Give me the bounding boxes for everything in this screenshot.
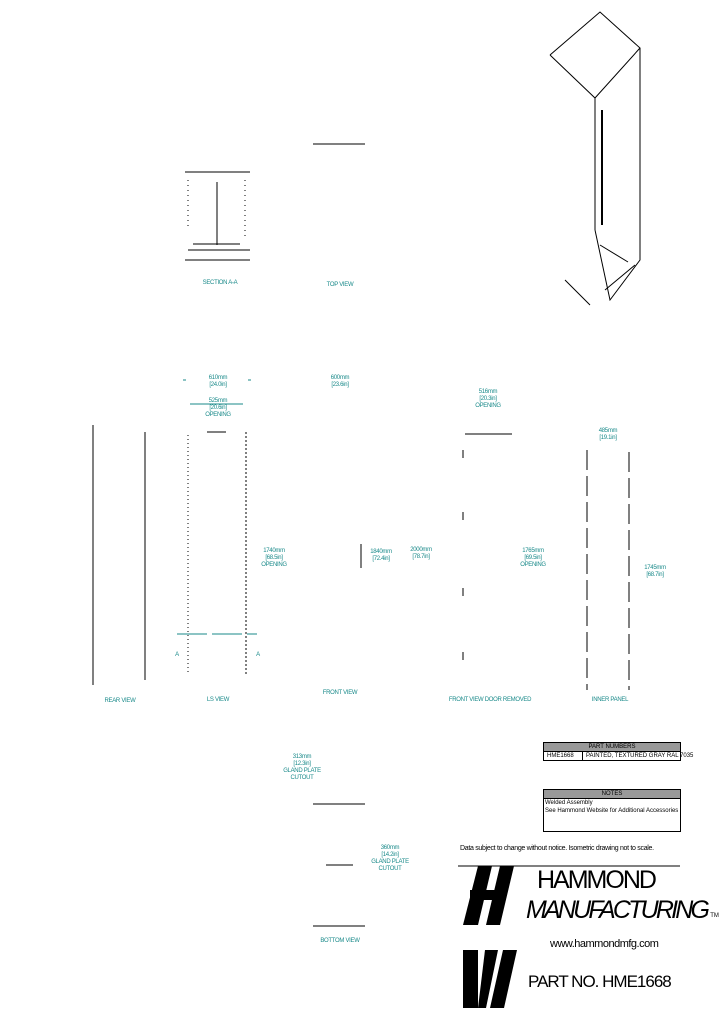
logo-trademark: TM: [710, 913, 719, 919]
inner-panel-drawing: [586, 450, 630, 690]
dim-side-width: 610mm [24.0in]: [208, 375, 228, 388]
bottom-view-label: BOTTOM VIEW: [320, 938, 360, 944]
hammond-logo-mark: [463, 866, 517, 1008]
front-view-label: FRONT VIEW: [322, 690, 358, 696]
logo-manufacturing: MANUFACTURING: [526, 896, 710, 924]
dim-bottom-top: 313mm [12.3in] GLAND PLATE CUTOUT: [283, 754, 321, 781]
rear-view-label: REAR VIEW: [104, 698, 136, 704]
dim-front-inner: 1840mm [72.4in]: [370, 549, 392, 562]
inner-panel-label: INNER PANEL: [591, 697, 629, 703]
bottom-view-drawing: [313, 803, 365, 927]
part-description-cell: PAINTED, TEXTURED GRAY RAL 7035: [586, 753, 694, 759]
front-door-removed-label: FRONT VIEW DOOR REMOVED: [448, 697, 532, 703]
note-item: Welded Assembly: [545, 800, 593, 806]
table-row: HME1668 PAINTED, TEXTURED GRAY RAL 7035: [544, 752, 693, 760]
notes-header: NOTES: [544, 790, 680, 799]
section-marker-left: A: [175, 652, 179, 658]
dim-door-removed-height: 1765mm [69.5in] OPENING: [520, 548, 546, 568]
part-number-label: PART NO. HME1668: [528, 972, 672, 991]
part-numbers-table: PART NUMBERS HME1668 PAINTED, TEXTURED G…: [543, 742, 693, 761]
side-view-label: LS VIEW: [206, 697, 230, 703]
section-view-label: SECTION A-A: [202, 280, 238, 286]
side-view-drawing: [177, 379, 257, 675]
notes-table: NOTES Welded Assembly See Hammond Websit…: [543, 789, 681, 832]
part-number-cell: HME1668: [544, 752, 583, 760]
dim-front-width: 600mm [23.6in]: [330, 375, 350, 388]
dim-panel-height: 1745mm [68.7in]: [644, 565, 666, 578]
logo-line2: MANUFACTURING TM: [526, 896, 719, 924]
part-numbers-header: PART NUMBERS: [544, 743, 680, 752]
front-door-removed-drawing: [462, 433, 512, 660]
dim-bottom-side: 360mm [14.2in] GLAND PLATE CUTOUT: [371, 845, 409, 872]
website-link[interactable]: www.hammondmfg.com: [550, 938, 659, 950]
dim-side-height: 1740mm [68.5in] OPENING: [261, 548, 287, 568]
section-view-drawing: [185, 171, 250, 261]
rear-view-drawing: [92, 425, 146, 685]
dim-front-tall: 2000mm [78.7in]: [410, 547, 432, 560]
disclaimer: Data subject to change without notice. I…: [460, 845, 654, 852]
isometric-view: [549, 11, 641, 306]
dim-side-opening: 525mm [20.6in] OPENING: [205, 398, 231, 418]
dim-door-removed-width: 516mm [20.3in] OPENING: [475, 389, 501, 409]
note-item: See Hammond Website for Additional Acces…: [545, 808, 679, 814]
dim-panel-width: 485mm [19.1in]: [598, 428, 618, 441]
section-marker-right: A: [256, 652, 260, 658]
logo-hammond: HAMMOND: [537, 866, 657, 894]
top-view-label: TOP VIEW: [326, 282, 354, 288]
